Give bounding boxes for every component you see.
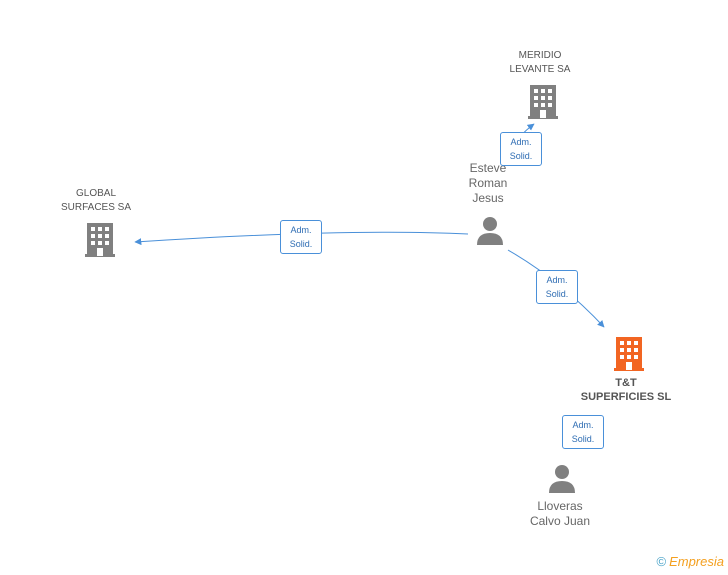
person-label-esteve: Esteve Roman Jesus bbox=[468, 161, 508, 205]
brand-name: Empresia bbox=[669, 554, 724, 569]
edge-badge-esteve-tt[interactable]: Adm. Solid. bbox=[536, 270, 578, 304]
brand-footer: ©Empresia bbox=[656, 554, 724, 569]
edge-badge-lloveras-tt[interactable]: Adm. Solid. bbox=[562, 415, 604, 449]
company-label-global: GLOBAL SURFACES SA bbox=[60, 188, 132, 213]
company-label-meridio: MERIDIO LEVANTE SA bbox=[509, 50, 571, 75]
copyright-icon: © bbox=[656, 554, 667, 569]
company-label-tt: T&T SUPERFICIES SL bbox=[580, 377, 672, 403]
person-icon[interactable] bbox=[548, 464, 576, 493]
edge-badge-esteve-meridio[interactable]: Adm. Solid. bbox=[500, 132, 542, 166]
edge-badge-esteve-global[interactable]: Adm. Solid. bbox=[280, 220, 322, 254]
building-icon[interactable] bbox=[85, 223, 115, 257]
edge-esteve-global bbox=[134, 231, 469, 246]
focus-building-icon[interactable] bbox=[614, 337, 644, 371]
person-label-lloveras: Lloveras Calvo Juan bbox=[529, 499, 591, 528]
person-icon[interactable] bbox=[476, 216, 504, 245]
building-icon[interactable] bbox=[528, 85, 558, 119]
